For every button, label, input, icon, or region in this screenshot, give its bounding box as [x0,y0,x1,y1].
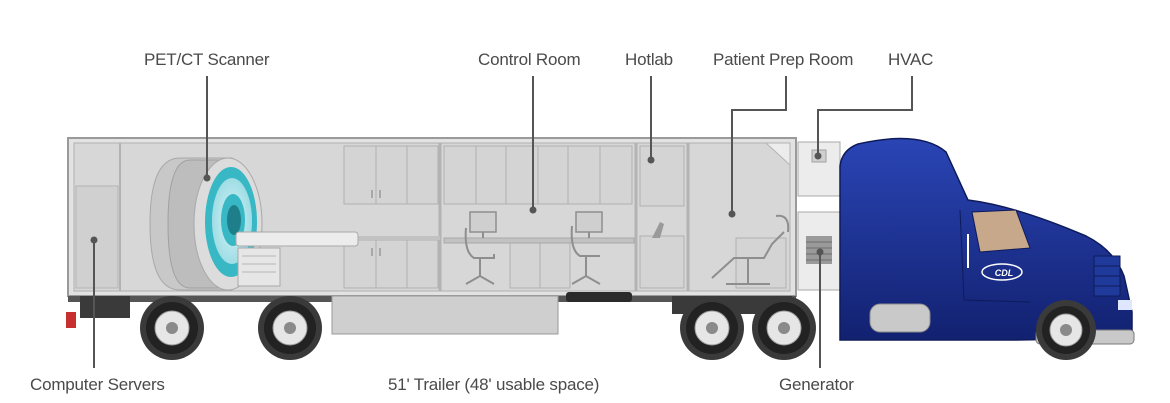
leader-hvac [814,76,913,160]
label-trailer: 51' Trailer (48' usable space) [388,375,600,394]
leader-patient-prep-room [728,76,787,218]
wheel [752,296,816,360]
patient-prep-room [711,214,790,289]
leader-computer-servers [90,236,98,368]
leader-generator [816,248,824,368]
label-patient-prep-room: Patient Prep Room [713,50,854,69]
wheel [140,296,204,360]
hotlab [639,145,685,289]
label-pet-ct-scanner: PET/CT Scanner [144,50,270,69]
leader-control-room [529,76,537,214]
cdl-logo: CDL [981,263,1023,281]
label-computer-servers: Computer Servers [30,375,165,394]
cdl-logo-text: CDL [995,268,1014,278]
label-hvac: HVAC [888,50,934,69]
label-hotlab: Hotlab [625,50,673,69]
label-control-room: Control Room [478,50,581,69]
leader-lines [90,76,913,368]
semi-truck-cab: CDL [839,137,1135,345]
leader-hotlab [647,76,655,164]
wheel [1036,300,1096,360]
leader-pet-ct-scanner [203,76,211,182]
label-generator: Generator [779,375,854,394]
pet-ct-scanner-icon [149,157,359,291]
wheels [140,296,1096,360]
wheel [680,296,744,360]
scanner-room [343,145,440,289]
control-room [443,145,635,289]
wheel [258,296,322,360]
